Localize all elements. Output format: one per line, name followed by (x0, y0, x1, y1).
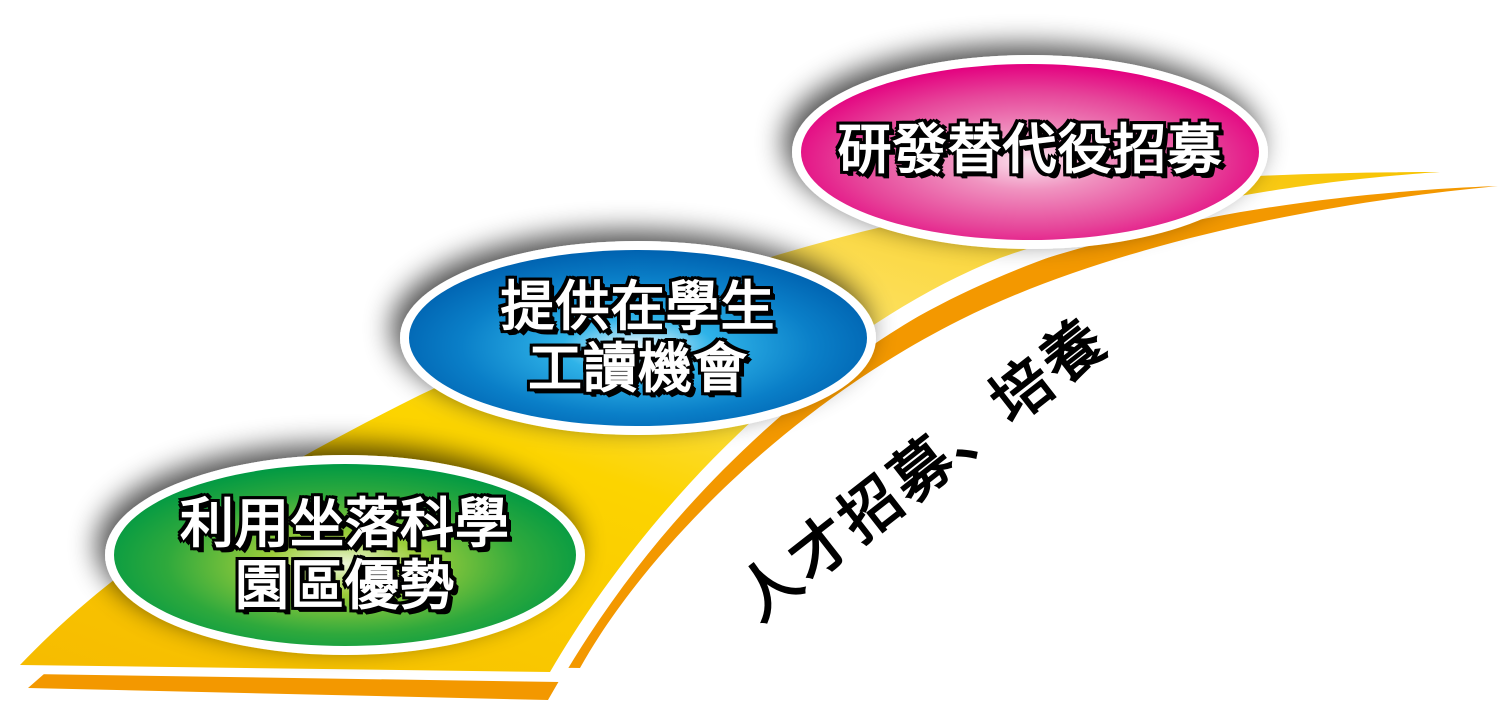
orange-band (28, 186, 1498, 700)
step-3-line-1: 研發替代役招募 (837, 117, 1223, 181)
step-3-oval (801, 64, 1259, 240)
step-2-line-2: 工讀機會 (528, 337, 748, 400)
step-3-label: 研發替代役招募 (801, 100, 1259, 200)
step-1-line-2: 園區優勢 (235, 554, 455, 617)
step-2-line-1: 提供在學生 (500, 274, 776, 338)
step-1-label: 利用坐落科學 園區優勢 (114, 470, 576, 640)
step-2-label: 提供在學生 工讀機會 (409, 258, 867, 418)
step-1-line-1: 利用坐落科學 (180, 491, 510, 555)
step-1-oval (114, 464, 576, 646)
step-2-oval (409, 250, 867, 426)
